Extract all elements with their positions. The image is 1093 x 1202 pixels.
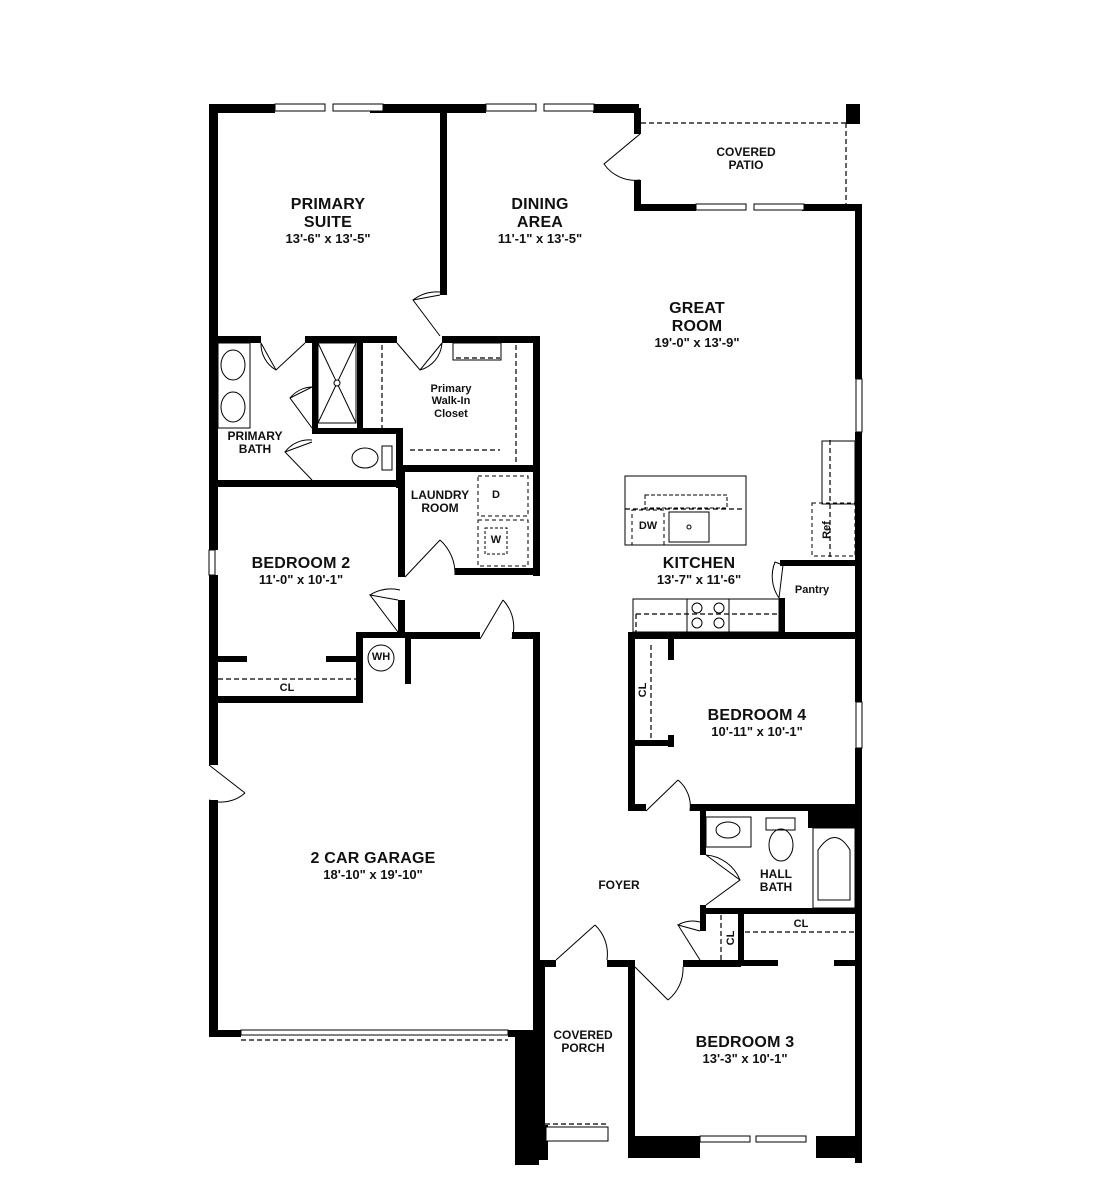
dryer-label: D <box>492 489 500 501</box>
pantry-label: Pantry <box>794 584 830 596</box>
room-garage: 2 CAR GARAGE 18'-10" x 19'-10" <box>310 850 436 882</box>
room-bedroom-2: BEDROOM 2 11'-0" x 10'-1" <box>251 555 351 587</box>
fixtures <box>217 342 856 909</box>
closet-hall-small-label: CL <box>724 930 737 946</box>
room-primary-walk-in-closet: Primary Walk-In Closet <box>430 383 472 420</box>
closet-hall-linen-label: CL <box>793 918 809 930</box>
room-bedroom-3: BEDROOM 3 13'-3" x 10'-1" <box>695 1034 795 1066</box>
room-covered-porch: COVERED PORCH <box>553 1028 613 1056</box>
room-laundry-room: LAUNDRY ROOM <box>410 488 470 516</box>
room-hall-bath: HALL BATH <box>759 867 793 895</box>
room-foyer: FOYER <box>598 878 640 892</box>
room-primary-suite: PRIMARY SUITE 13'-6" x 13'-5" <box>285 196 371 246</box>
room-bedroom-4: BEDROOM 4 10'-11" x 10'-1" <box>707 707 807 739</box>
dishwasher-label: DW <box>638 520 658 532</box>
closet-bedroom4-label: CL <box>636 682 649 698</box>
room-great-room: GREAT ROOM 19'-0" x 13'-9" <box>654 300 740 350</box>
refrigerator-label: Ref <box>820 521 833 539</box>
room-covered-patio: COVERED PATIO <box>716 145 776 173</box>
closet-bedroom2-label: CL <box>279 682 295 694</box>
walls <box>209 104 862 1165</box>
doors <box>208 133 784 1001</box>
dashed-lines <box>218 122 855 1125</box>
washer-label: W <box>490 534 502 546</box>
windows <box>208 103 863 1143</box>
water-heater-label: WH <box>371 651 391 663</box>
room-dining-area: DINING AREA 11'-1" x 13'-5" <box>497 196 583 246</box>
room-primary-bath: PRIMARY BATH <box>227 429 283 457</box>
room-kitchen: KITCHEN 13'-7" x 11'-6" <box>656 555 742 587</box>
